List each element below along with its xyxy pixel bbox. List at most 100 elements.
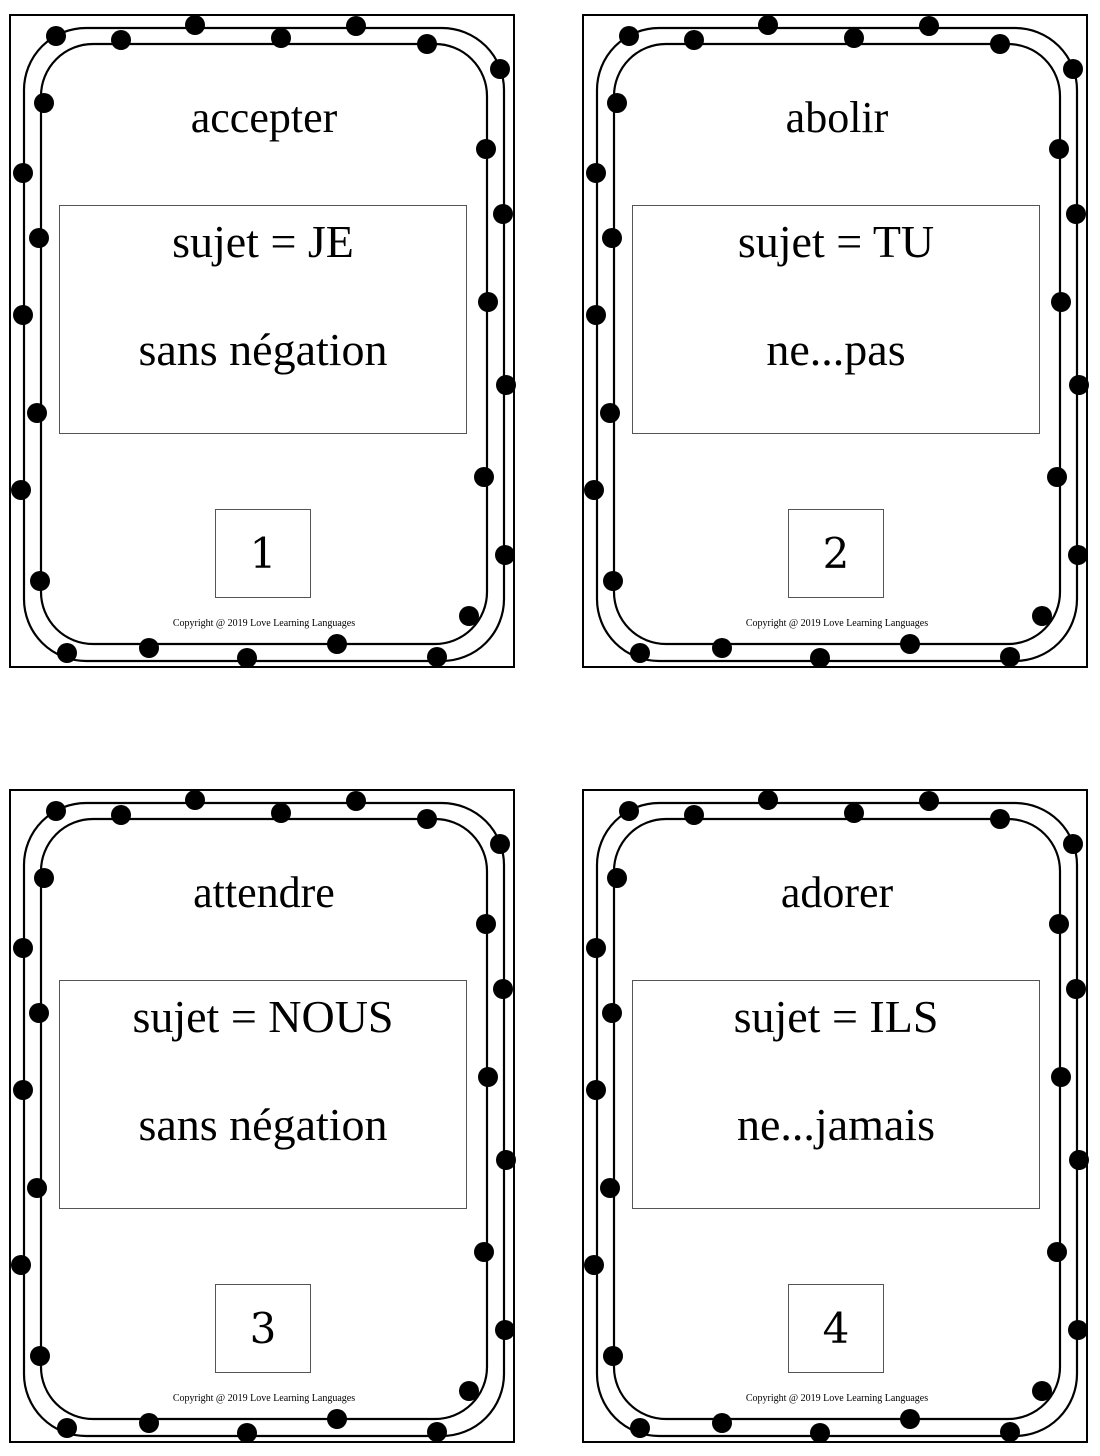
- border-dot: [712, 1413, 732, 1433]
- card-negation: ne...jamais: [737, 1099, 935, 1150]
- border-dot: [607, 93, 627, 113]
- border-dot: [1032, 606, 1052, 626]
- border-dot: [1047, 467, 1067, 487]
- card-info-box: sujet = JE sans négation: [59, 205, 467, 434]
- border-dot: [602, 228, 622, 248]
- dotted-border-decoration: [584, 791, 1089, 1443]
- border-dot: [496, 1150, 516, 1170]
- border-dot: [13, 305, 33, 325]
- border-dot: [490, 834, 510, 854]
- border-dot: [427, 1422, 447, 1442]
- border-dot: [496, 375, 516, 395]
- border-dot: [185, 791, 205, 810]
- border-dot: [684, 805, 704, 825]
- card-subject: sujet = JE: [172, 216, 354, 267]
- border-dot: [1000, 1422, 1020, 1442]
- border-dot: [271, 28, 291, 48]
- border-dot: [490, 59, 510, 79]
- border-dot: [111, 30, 131, 50]
- border-dot: [13, 1080, 33, 1100]
- border-dot: [1049, 139, 1069, 159]
- card-negation: sans négation: [138, 324, 388, 375]
- border-dot: [810, 1423, 830, 1443]
- border-dot: [990, 809, 1010, 829]
- border-dot: [619, 801, 639, 821]
- border-dot: [185, 16, 205, 35]
- border-dot: [474, 1242, 494, 1262]
- border-dot: [900, 634, 920, 654]
- border-dot: [476, 139, 496, 159]
- border-dot: [919, 16, 939, 36]
- border-dot: [27, 1178, 47, 1198]
- border-dot: [11, 1255, 31, 1275]
- border-dot: [111, 805, 131, 825]
- border-dot: [1000, 647, 1020, 667]
- border-dot: [57, 643, 77, 663]
- card-number: 3: [215, 1284, 311, 1373]
- border-dot: [29, 1003, 49, 1023]
- border-dot: [603, 571, 623, 591]
- border-dot: [684, 30, 704, 50]
- card-copyright: Copyright @ 2019 Love Learning Languages: [172, 618, 356, 629]
- border-dot: [476, 914, 496, 934]
- border-dot: [584, 480, 604, 500]
- card-copyright: Copyright @ 2019 Love Learning Languages: [745, 1393, 929, 1404]
- border-dot: [1051, 292, 1071, 312]
- border-dot: [758, 16, 778, 35]
- border-dot: [586, 938, 606, 958]
- card-1: accepter sujet = JE sans négation 1 Copy…: [9, 14, 516, 668]
- border-dot: [139, 638, 159, 658]
- dotted-border-decoration: [584, 16, 1089, 668]
- border-dot: [1066, 979, 1086, 999]
- border-dot: [900, 1409, 920, 1429]
- border-dot: [346, 16, 366, 36]
- card-copyright: Copyright @ 2019 Love Learning Languages: [745, 618, 929, 629]
- border-dot: [844, 803, 864, 823]
- border-dot: [586, 305, 606, 325]
- card-info-box: sujet = TU ne...pas: [632, 205, 1040, 434]
- border-dot: [30, 1346, 50, 1366]
- border-dot: [607, 868, 627, 888]
- border-dot: [139, 1413, 159, 1433]
- border-dot: [1069, 1150, 1089, 1170]
- border-dot: [586, 1080, 606, 1100]
- border-dot: [46, 26, 66, 46]
- dotted-border-decoration: [11, 791, 516, 1443]
- border-dot: [1068, 1320, 1088, 1340]
- border-dot: [1069, 375, 1089, 395]
- border-dot: [1068, 545, 1088, 565]
- card-verb: accepter: [190, 93, 338, 142]
- border-dot: [1032, 1381, 1052, 1401]
- border-dot: [990, 34, 1010, 54]
- border-dot: [478, 292, 498, 312]
- border-dot: [1066, 204, 1086, 224]
- card-copyright: Copyright @ 2019 Love Learning Languages: [172, 1393, 356, 1404]
- border-dot: [327, 634, 347, 654]
- border-dot: [29, 228, 49, 248]
- border-dot: [427, 647, 447, 667]
- border-dot: [600, 1178, 620, 1198]
- card-3: attendre sujet = NOUS sans négation 3 Co…: [9, 789, 516, 1443]
- border-dot: [844, 28, 864, 48]
- dotted-border-decoration: [11, 16, 516, 668]
- card-negation: ne...pas: [766, 324, 906, 375]
- border-dot: [493, 979, 513, 999]
- border-dot: [1051, 1067, 1071, 1087]
- card-negation: sans négation: [138, 1099, 388, 1150]
- card-4: adorer sujet = ILS ne...jamais 4 Copyrig…: [582, 789, 1089, 1443]
- border-dot: [584, 1255, 604, 1275]
- border-dot: [13, 938, 33, 958]
- border-dot: [11, 480, 31, 500]
- border-dot: [758, 791, 778, 810]
- card-verb: attendre: [193, 868, 335, 917]
- border-dot: [495, 1320, 515, 1340]
- border-dot: [1047, 1242, 1067, 1262]
- card-info-box: sujet = NOUS sans négation: [59, 980, 467, 1209]
- border-dot: [417, 809, 437, 829]
- border-dot: [600, 403, 620, 423]
- border-dot: [493, 204, 513, 224]
- border-dot: [586, 163, 606, 183]
- border-dot: [919, 791, 939, 811]
- border-dot: [1049, 914, 1069, 934]
- border-dot: [34, 93, 54, 113]
